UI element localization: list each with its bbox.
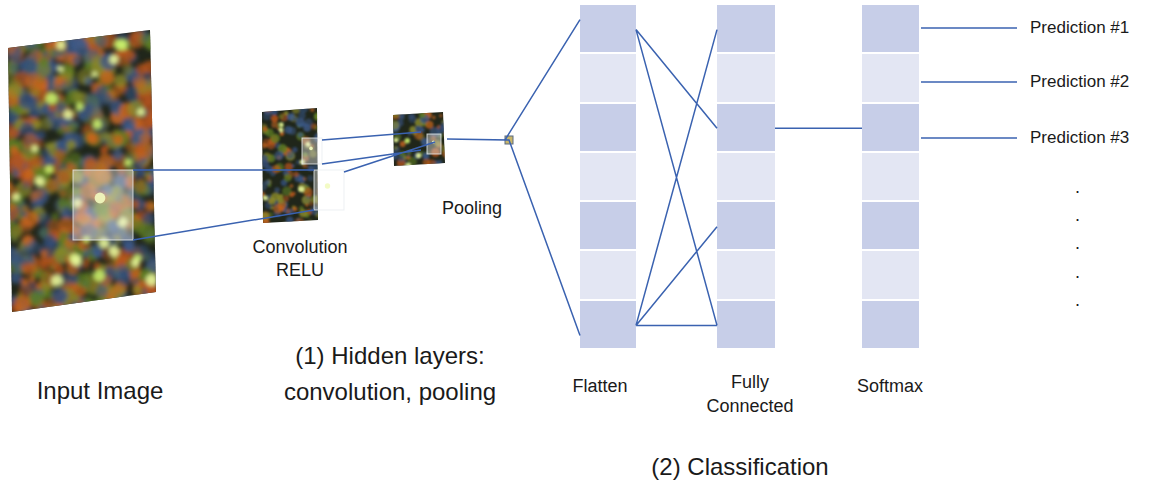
node-caption: Pooling <box>422 197 522 220</box>
neuron-cell <box>862 104 919 151</box>
neuron-cell <box>717 54 775 101</box>
node-caption: Convolution RELU <box>245 236 355 282</box>
neuron-cell <box>717 153 775 200</box>
layer-column: Fully Connected <box>717 5 775 350</box>
neuron-cell <box>862 301 919 348</box>
prediction-label: Prediction #2 <box>1030 71 1129 93</box>
node-caption: Flatten <box>540 374 660 398</box>
layer-column: Softmax <box>862 5 919 350</box>
prediction-label: Prediction #1 <box>1030 17 1129 39</box>
neuron-cell <box>717 301 775 348</box>
neuron-cell <box>717 251 775 298</box>
connector <box>447 20 580 336</box>
neuron-cell <box>717 202 775 249</box>
ellipsis-dot: . <box>1075 176 1080 198</box>
receptive-field <box>314 170 344 210</box>
receptive-field <box>73 170 133 240</box>
micrograph <box>8 30 156 312</box>
ellipsis-dot: . <box>1075 204 1080 226</box>
neuron-cell <box>717 5 775 52</box>
ellipsis-dot: . <box>1075 232 1080 254</box>
neuron-cell <box>580 202 636 249</box>
section-label: (2) Classification <box>580 452 900 482</box>
neuron-cell <box>717 104 775 151</box>
input-image: Input Image <box>8 30 156 312</box>
leader-line <box>921 27 1017 29</box>
feature-map: Convolution RELU <box>262 108 348 224</box>
micrograph <box>393 112 447 166</box>
ellipsis-dot: . <box>1075 261 1080 283</box>
ellipsis-dot: . <box>1075 289 1080 311</box>
leader-line <box>921 81 1017 83</box>
neuron-cell <box>580 251 636 298</box>
connector <box>133 170 314 240</box>
node-caption: Input Image <box>0 376 200 406</box>
section-label: (1) Hidden layers: convolution, pooling <box>260 338 520 410</box>
receptive-field <box>302 138 322 164</box>
neuron-cell <box>862 153 919 200</box>
neuron-cell <box>580 301 636 348</box>
node-caption: Softmax <box>830 374 950 398</box>
neuron-cell <box>862 54 919 101</box>
leader-line <box>921 137 1017 139</box>
neuron-cell <box>862 5 919 52</box>
neuron-cell <box>580 104 636 151</box>
neuron-cell <box>862 202 919 249</box>
connector <box>636 30 717 326</box>
neuron-cell <box>580 153 636 200</box>
prediction-label: Prediction #3 <box>1030 127 1129 149</box>
layer-column: Flatten <box>580 5 636 350</box>
connector <box>775 127 862 129</box>
receptive-field <box>427 134 441 154</box>
pooled-map: Pooling <box>393 112 447 166</box>
neuron-cell <box>580 54 636 101</box>
node-caption: Fully Connected <box>700 370 800 418</box>
neuron-cell <box>580 5 636 52</box>
neuron-cell <box>862 251 919 298</box>
micrograph <box>262 108 348 224</box>
